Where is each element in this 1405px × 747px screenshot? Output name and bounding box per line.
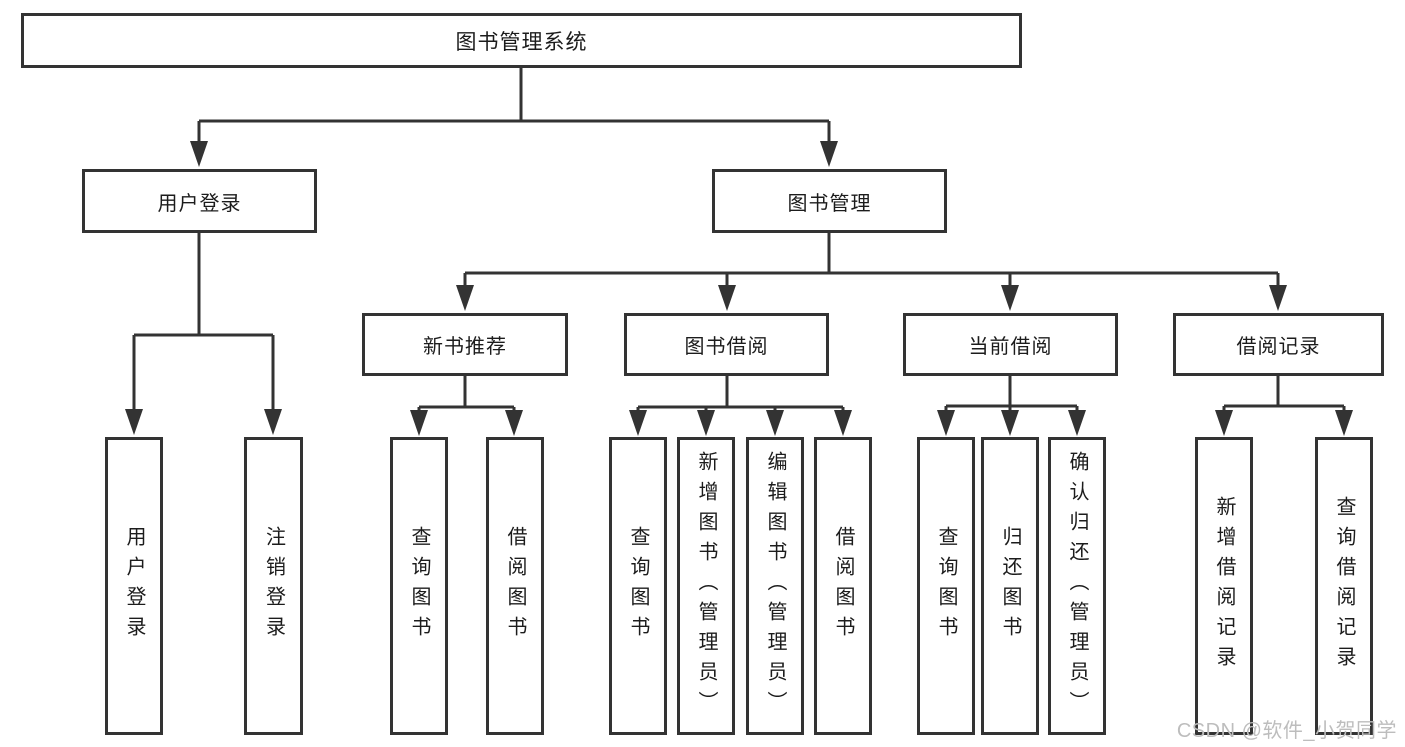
connector-book-mgmt — [463, 233, 1280, 288]
arrowhead — [820, 141, 838, 167]
connector-newbook — [417, 376, 516, 414]
leaf-label: 借阅图书 — [832, 526, 854, 646]
node-label: 当前借阅 — [968, 336, 1053, 358]
leaf-edit-book-admin: 编辑图书（管理员） — [746, 437, 804, 735]
csdn-watermark: CSDN @软件_小贺同学 — [1176, 720, 1397, 742]
leaf-label: 归还图书 — [999, 526, 1021, 646]
leaf-label: 查询图书 — [408, 526, 430, 646]
leaf-label: 编辑图书（管理员） — [764, 451, 786, 721]
leaf-query-books: 查询图书 — [917, 437, 975, 735]
node-borrowing-records: 借阅记录 — [1173, 313, 1384, 376]
leaf-query-books: 查询图书 — [390, 437, 448, 735]
node-user-login: 用户登录 — [82, 169, 317, 233]
arrowhead — [834, 410, 852, 436]
arrowhead — [937, 410, 955, 436]
node-label: 新书推荐 — [423, 336, 507, 358]
leaf-logout: 注销登录 — [244, 437, 303, 735]
arrowhead — [1269, 285, 1287, 311]
arrowhead — [1068, 410, 1086, 436]
node-label: 借阅记录 — [1236, 336, 1321, 358]
leaf-label: 注销登录 — [262, 526, 285, 646]
arrowhead — [1215, 410, 1233, 436]
arrowhead — [1001, 410, 1019, 436]
leaf-borrow-books: 借阅图书 — [814, 437, 872, 735]
arrowhead — [505, 410, 523, 436]
leaf-confirm-return-admin: 确认归还（管理员） — [1048, 437, 1106, 735]
connector-borrowing — [636, 376, 845, 414]
node-label: 图书借阅 — [684, 336, 769, 358]
leaf-label: 查询借阅记录 — [1333, 496, 1355, 676]
arrowhead — [629, 410, 647, 436]
connector-user-login — [132, 233, 275, 410]
leaf-label: 确认归还（管理员） — [1066, 451, 1088, 721]
arrowhead — [190, 141, 208, 167]
leaf-borrow-books: 借阅图书 — [486, 437, 544, 735]
node-label: 图书管理系统 — [455, 30, 588, 54]
arrowhead — [456, 285, 474, 311]
connector-records — [1222, 376, 1346, 414]
arrowhead — [1335, 410, 1353, 436]
leaf-label: 新增借阅记录 — [1213, 496, 1235, 676]
leaf-label: 查询图书 — [627, 526, 649, 646]
node-library-management-system: 图书管理系统 — [21, 13, 1022, 68]
connector-current — [944, 376, 1079, 414]
arrowhead — [766, 410, 784, 436]
arrowhead — [718, 285, 736, 311]
leaf-label: 用户登录 — [123, 526, 145, 646]
node-label: 用户登录 — [157, 192, 242, 215]
node-book-borrowing: 图书借阅 — [624, 313, 829, 376]
node-new-book-recommendation: 新书推荐 — [362, 313, 568, 376]
node-label: 图书管理 — [787, 192, 872, 215]
leaf-query-borrow-record: 查询借阅记录 — [1315, 437, 1373, 735]
leaf-label: 查询图书 — [935, 526, 957, 646]
leaf-label: 借阅图书 — [504, 526, 526, 646]
leaf-user-login: 用户登录 — [105, 437, 163, 735]
leaf-label: 新增图书（管理员） — [695, 451, 717, 721]
leaf-add-borrow-record: 新增借阅记录 — [1195, 437, 1253, 735]
node-current-borrowing: 当前借阅 — [903, 313, 1118, 376]
arrowhead — [410, 410, 428, 436]
node-book-management: 图书管理 — [712, 169, 947, 233]
arrowhead — [1001, 285, 1019, 311]
leaf-return-books: 归还图书 — [981, 437, 1039, 735]
arrowhead — [125, 409, 143, 435]
leaf-query-books: 查询图书 — [609, 437, 667, 735]
arrowhead — [697, 410, 715, 436]
leaf-add-book-admin: 新增图书（管理员） — [677, 437, 735, 735]
connector-root — [197, 68, 831, 146]
arrowhead — [264, 409, 282, 435]
